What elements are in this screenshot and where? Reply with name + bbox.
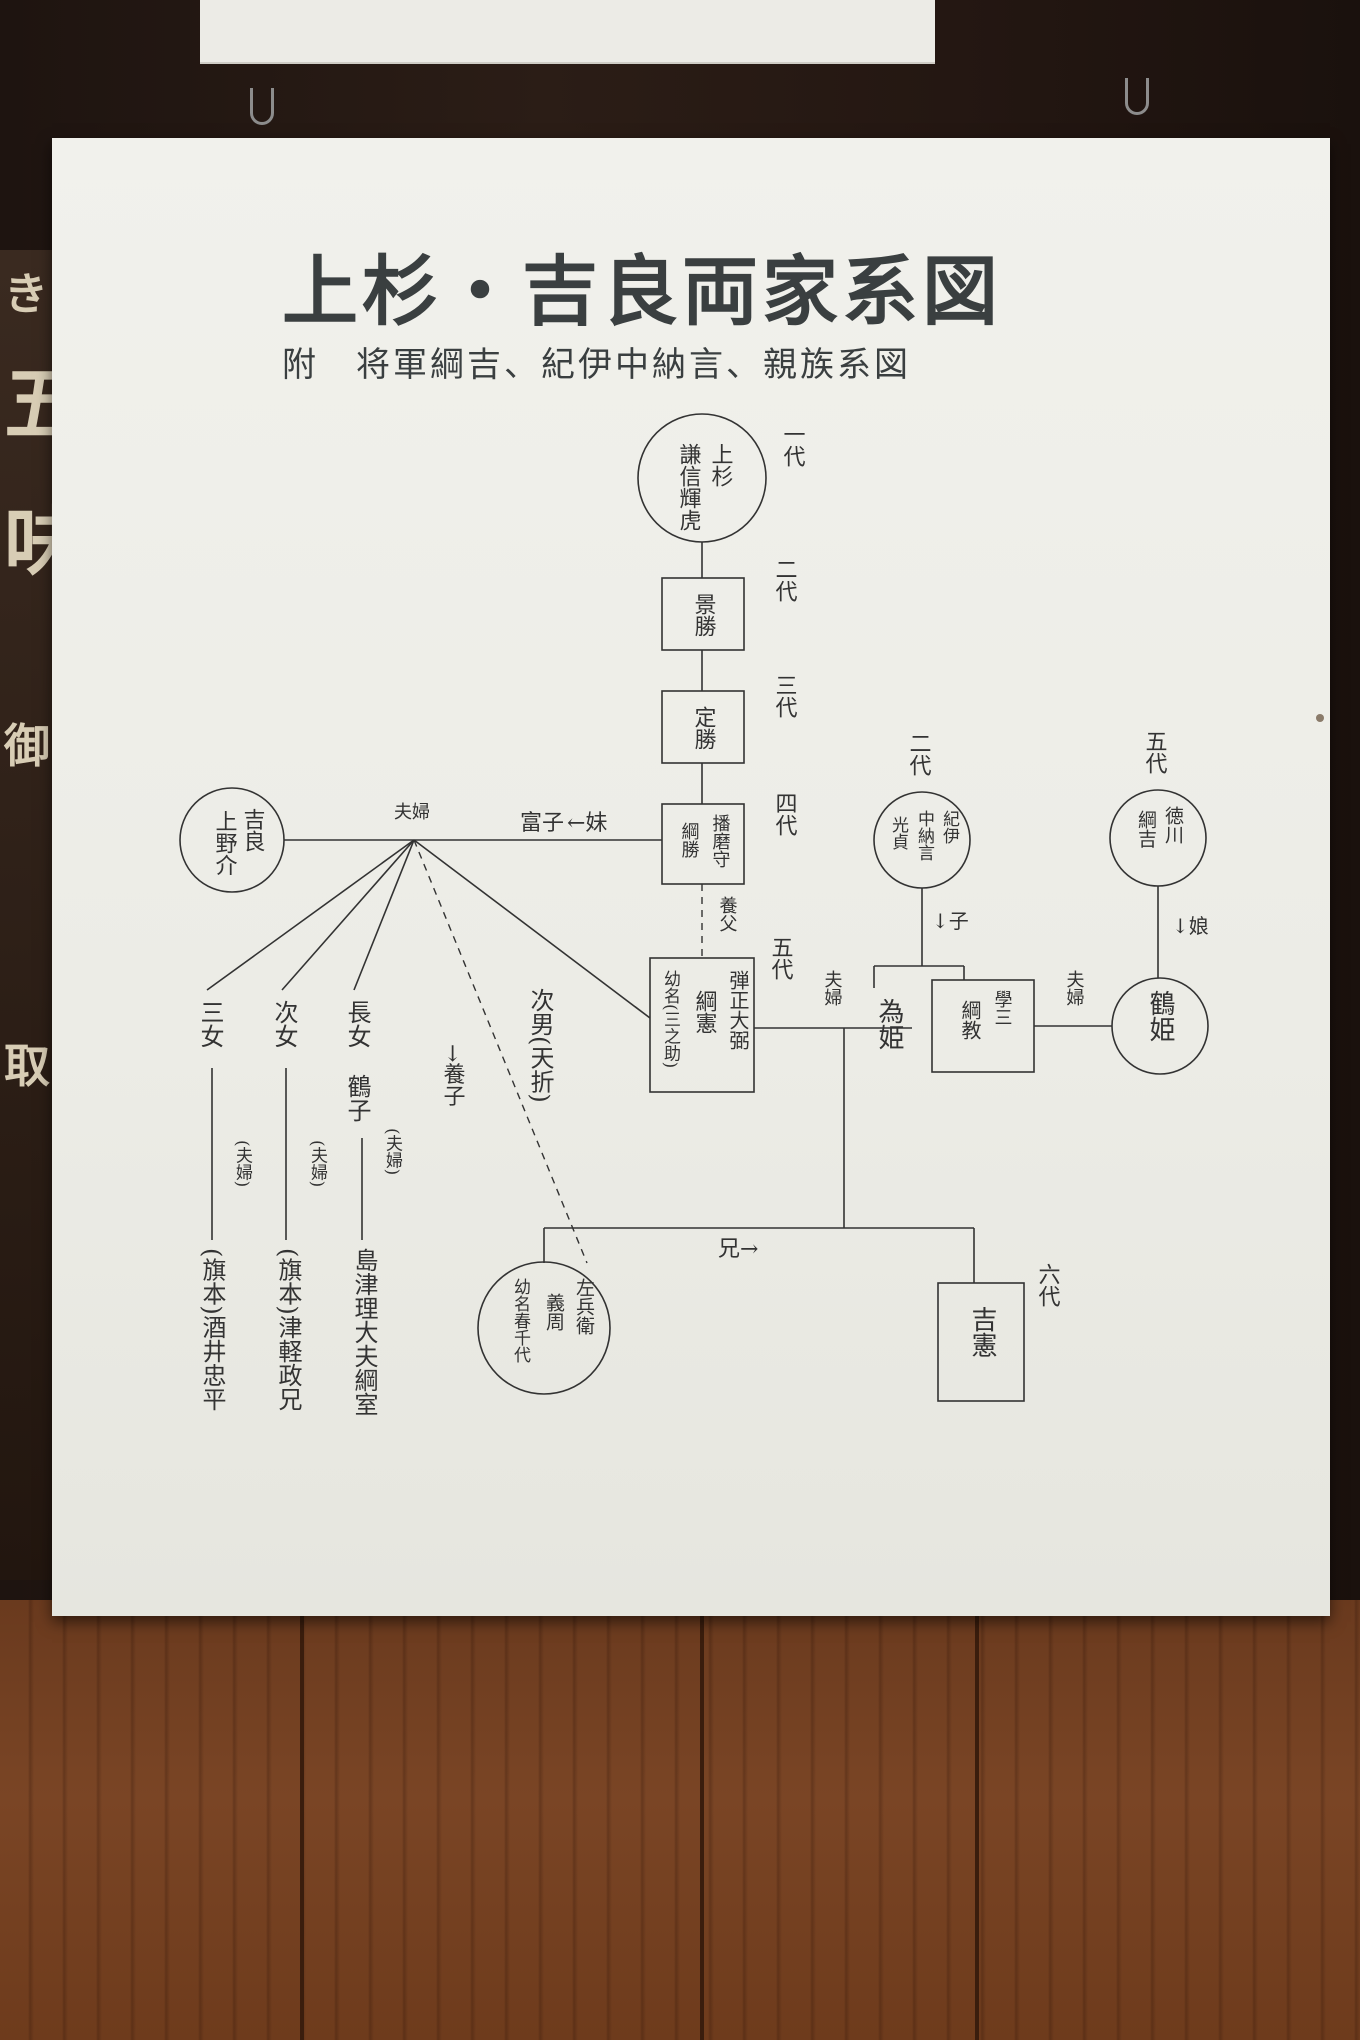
person-name: 光貞 xyxy=(888,816,909,850)
person-name: 幼名春千代 xyxy=(510,1278,531,1363)
board-pin xyxy=(1316,714,1324,722)
floor-seam xyxy=(700,1600,704,2040)
person-node-tsunanori-kii xyxy=(931,979,1035,1073)
person-name: 播磨守 xyxy=(710,814,731,868)
sign-char: 御 xyxy=(4,719,50,773)
person-name: 學三 xyxy=(992,990,1013,1026)
person-name: 綱教 xyxy=(958,1000,982,1040)
generation-label: 三代 xyxy=(772,674,798,718)
person-node-yoshichika xyxy=(477,1261,611,1395)
person-name: 義周 xyxy=(543,1293,565,1331)
upper-poster xyxy=(200,0,935,64)
floor-seam xyxy=(300,1600,304,2040)
relation-label: ↓娘 xyxy=(1172,914,1209,938)
relation-label: ↓子 xyxy=(932,909,969,933)
person-node-kenshin xyxy=(637,413,767,543)
generation-label: 二代 xyxy=(772,558,798,602)
relation-label: ←妹 xyxy=(567,811,607,836)
page-title: 上杉・吉良両家系図 xyxy=(282,247,1002,336)
person-name: (旗本)津軽政兄 xyxy=(274,1248,302,1411)
person-name: 謙信輝虎 xyxy=(676,443,702,531)
person-name: 次女 xyxy=(270,1000,298,1048)
person-name: 上杉 xyxy=(708,443,734,487)
person-node-tsunanori xyxy=(649,957,755,1093)
floor-seam xyxy=(975,1600,979,2040)
person-name: 紀伊 xyxy=(939,810,960,844)
person-name: 三女 xyxy=(196,1000,224,1048)
person-name: 綱勝 xyxy=(679,822,700,858)
relation-label: (夫婦) xyxy=(232,1140,253,1187)
sign-char: 取 xyxy=(4,1039,50,1093)
person-name: 上野介 xyxy=(212,810,238,876)
genealogy-diagram: 上杉・吉良両家系図 附 将軍綱吉、紀伊中納言、親族系図 上杉 謙信輝虎 一代 景… xyxy=(179,247,1324,1416)
person-node-tokugawa xyxy=(1109,789,1207,887)
person-name: 富子 xyxy=(520,811,564,836)
person-name: 徳川 xyxy=(1162,806,1184,844)
person-name: 次男(天折) xyxy=(526,988,554,1103)
person-node-kagekatsu xyxy=(661,577,745,651)
person-name: 定勝 xyxy=(691,706,717,750)
person-name: 中納言 xyxy=(914,810,935,861)
relation-label: 夫婦 xyxy=(1064,970,1085,1006)
generation-label: 五代 xyxy=(1142,730,1168,774)
genealogy-board: 上杉・吉良両家系図 附 将軍綱吉、紀伊中納言、親族系図 上杉 謙信輝虎 一代 景… xyxy=(52,138,1330,1616)
person-name: 弾正大弼 xyxy=(726,970,750,1051)
relation-label: (夫婦) xyxy=(382,1128,403,1175)
person-name: 鶴子 xyxy=(343,1074,371,1122)
person-name: 景勝 xyxy=(691,593,717,637)
person-name: 島津理大夫綱室 xyxy=(350,1248,378,1416)
person-node-yoshinori xyxy=(937,1282,1025,1402)
person-name: 幼名(三之助) xyxy=(660,970,681,1068)
relation-label: →養子 xyxy=(440,1044,466,1107)
relation-label: 養父 xyxy=(717,896,738,932)
person-name: 吉良 xyxy=(240,808,265,852)
person-node-sadakatsu xyxy=(661,690,745,764)
relation-label: 夫婦 xyxy=(394,802,430,823)
person-name: 為姫 xyxy=(874,998,904,1050)
wooden-floor xyxy=(0,1600,1360,2040)
hanging-hook xyxy=(250,88,274,125)
hanging-hook xyxy=(1125,78,1149,115)
generation-label: 六代 xyxy=(1035,1263,1061,1307)
sign-char: き xyxy=(4,269,48,320)
person-name: 吉憲 xyxy=(967,1306,997,1358)
person-node-tsunakatsu xyxy=(661,803,745,885)
generation-label: 四代 xyxy=(772,792,798,836)
page-subtitle: 附 将軍綱吉、紀伊中納言、親族系図 xyxy=(282,345,911,385)
generation-label: 一代 xyxy=(780,423,806,467)
person-name: 綱憲 xyxy=(692,990,718,1034)
person-name: 左兵衛 xyxy=(573,1278,595,1335)
person-name: (旗本)酒井忠平 xyxy=(198,1248,226,1411)
generation-label: 二代 xyxy=(906,732,932,776)
person-name: 鶴姫 xyxy=(1145,990,1175,1042)
generation-label: 五代 xyxy=(768,936,794,980)
relation-label: (夫婦) xyxy=(307,1140,328,1187)
person-name: 綱吉 xyxy=(1135,810,1157,848)
person-name: 長女 xyxy=(343,1000,371,1048)
relation-label: 兄→ xyxy=(718,1237,758,1262)
relation-label: 夫婦 xyxy=(822,970,843,1006)
